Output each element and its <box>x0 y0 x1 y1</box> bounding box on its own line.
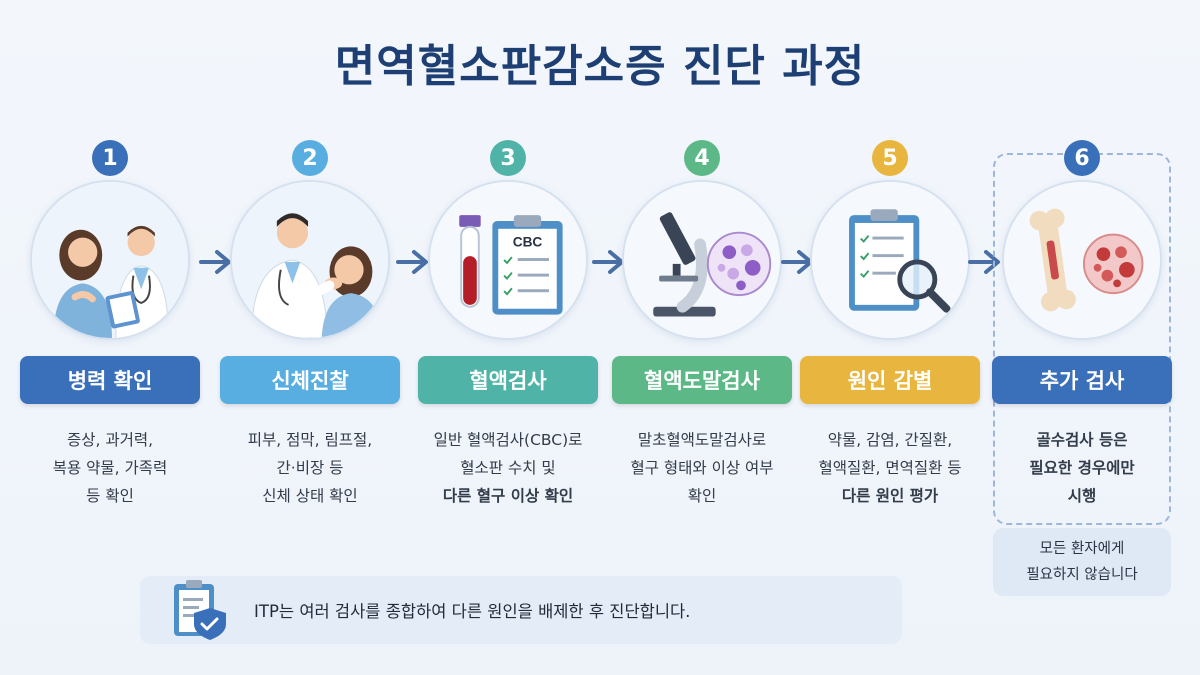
step-1: 1 병력 확인 증상, 과거력, 복용 약물, 가족력 등 확인 <box>20 140 200 520</box>
step-label: 병력 확인 <box>20 356 200 404</box>
checklist-magnifier-icon <box>810 180 970 340</box>
summary-banner: ITP는 여러 검사를 종합하여 다른 원인을 배제한 후 진단합니다. <box>140 576 902 644</box>
step-2: 2 신체진찰 피부, 점막, 림프절, 간·비장 등 신체 상태 확인 <box>220 140 400 520</box>
step-label: 원인 감별 <box>800 356 980 404</box>
arrow-right-icon <box>396 250 428 274</box>
microscope-smear-icon <box>622 180 782 340</box>
step-label: 혈액검사 <box>418 356 598 404</box>
step-number: 2 <box>292 140 328 176</box>
summary-text: ITP는 여러 검사를 종합하여 다른 원인을 배제한 후 진단합니다. <box>254 602 691 621</box>
step-number: 3 <box>490 140 526 176</box>
physical-exam-icon <box>230 180 390 340</box>
step-description: 말초혈액도말검사로 혈구 형태와 이상 여부 확인 <box>630 431 774 505</box>
arrow-right-icon <box>968 250 1000 274</box>
step-number: 6 <box>1064 140 1100 176</box>
blood-test-cbc-icon: CBC <box>428 180 588 340</box>
patient-doctor-consultation-icon <box>30 180 190 340</box>
step-label: 추가 검사 <box>992 356 1172 404</box>
step-6: 6 추가 검사 골수검사 등은 필요한 경우에만 시행 <box>992 140 1172 520</box>
clipboard-shield-icon <box>174 580 226 640</box>
step-label: 신체진찰 <box>220 356 400 404</box>
step-description: 골수검사 등은 필요한 경우에만 시행 <box>1029 431 1135 505</box>
step-description: 약물, 감염, 간질환, 혈액질환, 면역질환 등 다른 원인 평가 <box>818 431 962 505</box>
step-label: 혈액도말검사 <box>612 356 792 404</box>
step-description: 일반 혈액검사(CBC)로 혈소판 수치 및 다른 혈구 이상 확인 <box>433 431 583 505</box>
step-number: 5 <box>872 140 908 176</box>
step-3: 3 CBC 혈액검사 일반 혈액검사(CBC)로 혈소판 수치 및 다른 혈구 … <box>418 140 598 520</box>
arrow-right-icon <box>199 250 231 274</box>
step-5: 5 원인 감별 약물, 감염, 간질환, 혈액질환, 면역질환 등 다른 원인 … <box>800 140 980 520</box>
svg-text:CBC: CBC <box>513 234 543 249</box>
step-description: 증상, 과거력, 복용 약물, 가족력 등 확인 <box>52 431 168 505</box>
step-4: 4 혈액도말검사 말초혈액도말검사로 혈구 형태와 이상 여부 확인 <box>612 140 792 520</box>
step-number: 4 <box>684 140 720 176</box>
page-title: 면역혈소판감소증 진단 과정 <box>334 41 866 92</box>
step-description: 피부, 점막, 림프절, 간·비장 등 신체 상태 확인 <box>247 431 373 505</box>
optional-note: 모든 환자에게 필요하지 않습니다 <box>993 528 1171 596</box>
bone-marrow-icon <box>1002 180 1162 340</box>
step-number: 1 <box>92 140 128 176</box>
